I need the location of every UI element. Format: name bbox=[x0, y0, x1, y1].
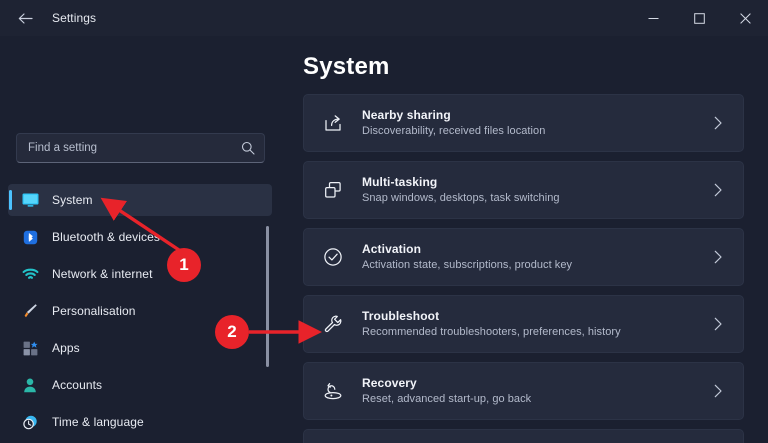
sidebar-item-time-language[interactable]: Time & language bbox=[8, 406, 272, 438]
sidebar-item-bluetooth-devices[interactable]: Bluetooth & devices bbox=[8, 221, 272, 253]
monitor-icon bbox=[20, 191, 40, 209]
paintbrush-icon bbox=[20, 302, 40, 320]
card-title: Multi-tasking bbox=[362, 174, 438, 189]
wrench-icon bbox=[318, 309, 348, 339]
chevron-right-icon[interactable] bbox=[703, 175, 733, 205]
maximize-button[interactable] bbox=[676, 0, 722, 36]
sidebar-item-label: Network & internet bbox=[52, 267, 153, 281]
search-icon[interactable] bbox=[234, 134, 262, 162]
sidebar-item-apps[interactable]: Apps bbox=[8, 332, 272, 364]
recovery-icon bbox=[318, 376, 348, 406]
annotation-badge-2: 2 bbox=[215, 315, 249, 349]
sidebar-item-label: Bluetooth & devices bbox=[52, 230, 160, 244]
main-content: System Nearby sharing Discoverability, r… bbox=[284, 36, 768, 443]
window-title: Settings bbox=[52, 11, 97, 25]
sidebar-nav: System Bluetooth & devices bbox=[8, 184, 272, 443]
back-arrow-icon[interactable] bbox=[8, 3, 42, 33]
card-subtitle: Reset, advanced start-up, go back bbox=[362, 392, 532, 405]
sidebar-item-label: Apps bbox=[52, 341, 80, 355]
card-text: Troubleshoot Recommended troubleshooters… bbox=[362, 309, 703, 340]
settings-card-recovery[interactable]: Recovery Reset, advanced start-up, go ba… bbox=[303, 362, 744, 420]
chevron-right-icon[interactable] bbox=[703, 376, 733, 406]
sidebar-item-network-internet[interactable]: Network & internet bbox=[8, 258, 272, 290]
card-subtitle: Recommended troubleshooters, preferences… bbox=[362, 325, 621, 338]
card-text: Activation Activation state, subscriptio… bbox=[362, 242, 703, 273]
sidebar: System Bluetooth & devices bbox=[0, 36, 284, 443]
sidebar-item-system[interactable]: System bbox=[8, 184, 272, 216]
sidebar-item-label: Accounts bbox=[52, 378, 103, 392]
clock-icon bbox=[20, 413, 40, 431]
sidebar-item-label: System bbox=[52, 193, 93, 207]
sidebar-scrollbar[interactable] bbox=[266, 226, 269, 367]
chevron-right-icon[interactable] bbox=[703, 309, 733, 339]
title-bar: Settings bbox=[0, 0, 768, 36]
sidebar-item-personalisation[interactable]: Personalisation bbox=[8, 295, 272, 327]
sidebar-item-label: Personalisation bbox=[52, 304, 136, 318]
wifi-icon bbox=[20, 265, 40, 283]
card-title: Recovery bbox=[362, 375, 417, 390]
card-text: Recovery Reset, advanced start-up, go ba… bbox=[362, 376, 703, 407]
settings-card-partial[interactable] bbox=[303, 429, 744, 443]
annotation-badge-1: 1 bbox=[167, 248, 201, 282]
card-text: Multi-tasking Snap windows, desktops, ta… bbox=[362, 175, 703, 206]
sidebar-item-label: Time & language bbox=[52, 415, 144, 429]
page-title: System bbox=[303, 53, 390, 80]
chevron-right-icon[interactable] bbox=[703, 108, 733, 138]
sidebar-item-accounts[interactable]: Accounts bbox=[8, 369, 272, 401]
settings-card-activation[interactable]: Activation Activation state, subscriptio… bbox=[303, 228, 744, 286]
chevron-right-icon[interactable] bbox=[703, 242, 733, 272]
minimize-button[interactable] bbox=[630, 0, 676, 36]
search-box[interactable] bbox=[16, 133, 265, 163]
card-text: Nearby sharing Discoverability, received… bbox=[362, 108, 703, 139]
apps-grid-icon bbox=[20, 339, 40, 357]
card-subtitle: Activation state, subscriptions, product… bbox=[362, 258, 573, 271]
settings-card-nearby-sharing[interactable]: Nearby sharing Discoverability, received… bbox=[303, 94, 744, 152]
person-icon bbox=[20, 376, 40, 394]
card-title: Troubleshoot bbox=[362, 308, 440, 323]
check-circle-icon bbox=[318, 242, 348, 272]
settings-card-multi-tasking[interactable]: Multi-tasking Snap windows, desktops, ta… bbox=[303, 161, 744, 219]
close-button[interactable] bbox=[722, 0, 768, 36]
settings-card-list: Nearby sharing Discoverability, received… bbox=[303, 94, 744, 443]
search-input[interactable] bbox=[17, 142, 234, 154]
window-controls bbox=[630, 0, 768, 36]
bluetooth-icon bbox=[20, 228, 40, 246]
share-icon bbox=[318, 108, 348, 138]
card-subtitle: Snap windows, desktops, task switching bbox=[362, 191, 560, 204]
card-title: Nearby sharing bbox=[362, 107, 451, 122]
card-title: Activation bbox=[362, 241, 422, 256]
windows-stack-icon bbox=[318, 175, 348, 205]
card-subtitle: Discoverability, received files location bbox=[362, 124, 546, 137]
settings-card-troubleshoot[interactable]: Troubleshoot Recommended troubleshooters… bbox=[303, 295, 744, 353]
